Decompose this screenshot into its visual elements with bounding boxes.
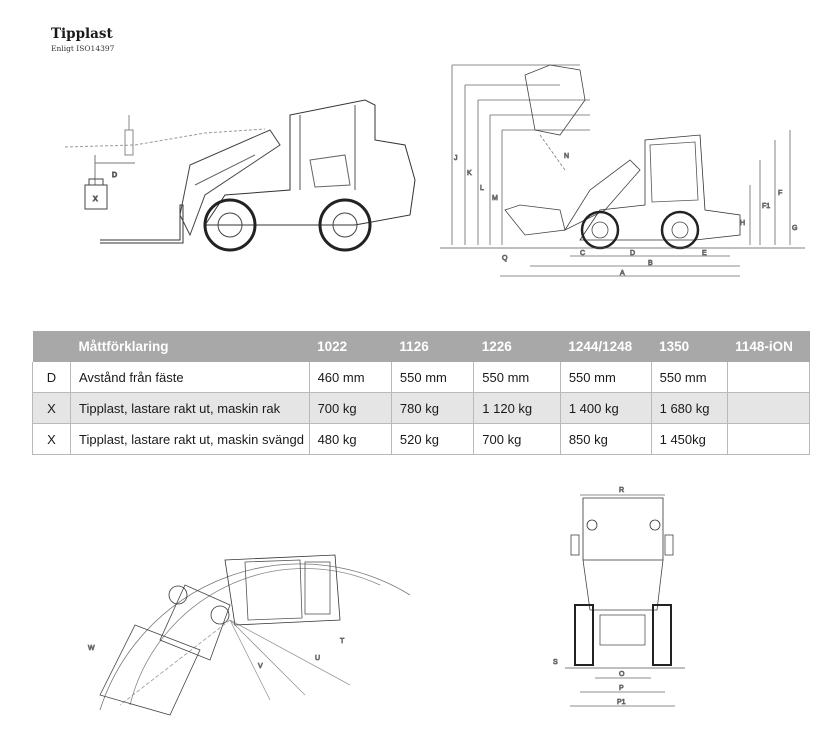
- svg-text:Q: Q: [502, 255, 508, 262]
- column-header: Måttförklaring: [70, 331, 310, 362]
- table-cell: 550 mm: [391, 362, 475, 393]
- svg-text:T: T: [340, 638, 345, 645]
- column-header: 1148-iON: [727, 331, 810, 362]
- svg-text:K: K: [467, 170, 472, 177]
- table-cell: 480 kg: [309, 423, 392, 455]
- column-header: 1022: [309, 331, 392, 362]
- table-row: X Tipplast, lastare rakt ut, maskin rak …: [32, 392, 811, 424]
- table-cell: 550 mm: [473, 362, 561, 393]
- table-cell: Tipplast, lastare rakt ut, maskin rak: [70, 392, 310, 424]
- svg-text:G: G: [792, 225, 797, 232]
- table-cell: Tipplast, lastare rakt ut, maskin svängd: [70, 423, 310, 455]
- table-cell: D: [32, 362, 71, 393]
- page-title: Tipplast: [51, 26, 113, 42]
- svg-text:H: H: [740, 220, 745, 227]
- column-header: 1226: [473, 331, 561, 362]
- svg-text:W: W: [88, 645, 95, 652]
- svg-text:U: U: [315, 655, 320, 662]
- table-row: D Avstånd från fäste 460 mm 550 mm 550 m…: [32, 362, 811, 393]
- spec-table: Måttförklaring 1022 1126 1226 1244/1248 …: [32, 331, 811, 455]
- svg-text:S: S: [553, 659, 558, 666]
- column-header: 1244/1248: [560, 331, 652, 362]
- svg-text:M: M: [492, 195, 498, 202]
- table-cell: 550 mm: [560, 362, 652, 393]
- table-cell: 520 kg: [391, 423, 475, 455]
- svg-text:J: J: [454, 155, 458, 162]
- svg-text:A: A: [620, 270, 625, 277]
- table-cell: 700 kg: [473, 423, 561, 455]
- table-cell: 780 kg: [391, 392, 475, 424]
- svg-text:D: D: [630, 250, 635, 257]
- column-header: 1126: [391, 331, 474, 362]
- svg-text:B: B: [648, 260, 653, 267]
- table-cell: 700 kg: [309, 392, 392, 424]
- svg-text:F: F: [778, 190, 782, 197]
- table-cell: 1 400 kg: [560, 392, 652, 424]
- loader-dimension-drawing: J K L M N H F1 F G C D E: [440, 60, 805, 280]
- svg-text:V: V: [258, 663, 263, 670]
- svg-text:R: R: [619, 487, 624, 494]
- table-cell: [727, 362, 811, 393]
- column-header: 1350: [651, 331, 728, 362]
- table-row: X Tipplast, lastare rakt ut, maskin svän…: [32, 423, 811, 455]
- dim-label-x: X: [93, 196, 98, 203]
- column-header: [32, 331, 71, 362]
- svg-text:E: E: [702, 250, 707, 257]
- svg-text:P: P: [619, 685, 624, 692]
- loader-side-view-drawing: D X: [55, 85, 425, 260]
- table-cell: 460 mm: [309, 362, 392, 393]
- svg-text:F1: F1: [762, 203, 770, 210]
- table-cell: [727, 392, 811, 424]
- dim-label-d: D: [112, 172, 117, 179]
- table-cell: X: [32, 423, 71, 455]
- svg-text:P1: P1: [617, 699, 626, 706]
- svg-text:N: N: [564, 153, 569, 160]
- svg-text:O: O: [619, 671, 625, 678]
- svg-text:L: L: [480, 185, 484, 192]
- loader-turning-radius-drawing: W V U T: [60, 500, 420, 725]
- table-cell: [727, 423, 811, 455]
- table-cell: Avstånd från fäste: [70, 362, 310, 393]
- page-subtitle: Enligt ISO14397: [51, 44, 115, 53]
- loader-front-view-drawing: R S O P P1: [545, 480, 695, 715]
- table-cell: 1 120 kg: [473, 392, 561, 424]
- table-cell: 1 450kg: [651, 423, 728, 455]
- table-header-row: Måttförklaring 1022 1126 1226 1244/1248 …: [32, 331, 810, 362]
- table-cell: 1 680 kg: [651, 392, 728, 424]
- svg-text:C: C: [580, 250, 585, 257]
- table-cell: X: [32, 392, 71, 424]
- table-cell: 850 kg: [560, 423, 652, 455]
- table-cell: 550 mm: [651, 362, 728, 393]
